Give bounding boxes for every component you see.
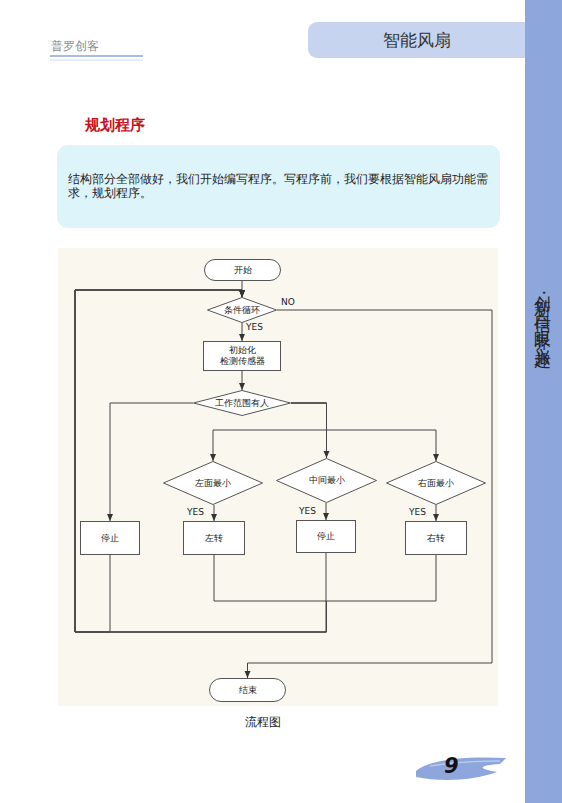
edge-label: YES <box>409 507 426 518</box>
flowchart-panel <box>58 248 498 706</box>
brand-name: 普罗创客 <box>51 38 99 55</box>
node-text: 创新·自信·眼界·兴趣 <box>534 282 554 342</box>
flow-connector <box>326 503 327 520</box>
decision-diamond: 左面最小 <box>163 461 263 505</box>
diamond-shape <box>208 298 277 323</box>
process-box: 初始化 检测传感器 <box>203 341 281 371</box>
node-text: 结束 <box>239 685 257 696</box>
node-text: 左面最小 <box>195 478 231 489</box>
flow-connector <box>291 403 327 458</box>
process-box: 停止 <box>296 520 356 553</box>
flow-connector <box>75 290 326 632</box>
node-text: 条件循环 <box>224 305 260 316</box>
node-text: 工作范围有人 <box>215 398 269 409</box>
section-title: 规划程序 <box>85 116 145 135</box>
intro-box: 结构部分全部做好，我们开始编写程序。写程序前，我们要根据智能风扇功能需求，规划程… <box>57 145 500 228</box>
diamond-shape <box>277 459 377 503</box>
process-box: 右转 <box>405 521 467 555</box>
page-number: 9 <box>444 754 459 778</box>
node-text: 停止 <box>317 531 335 542</box>
node-text: 智能风扇 <box>383 29 451 52</box>
edge-label: YES <box>246 322 263 333</box>
diamond-shape <box>194 391 291 416</box>
header-rule <box>50 60 143 61</box>
flow-connector <box>110 403 193 521</box>
figure-caption: 流程图 <box>245 714 281 731</box>
decision-diamond: 工作范围有人 <box>193 390 291 416</box>
flow-connector <box>248 310 493 678</box>
decision-diamond: 中间最小 <box>276 458 377 503</box>
node-text: 初始化 检测传感器 <box>215 345 269 367</box>
brush-stroke <box>416 757 506 780</box>
flow-connector <box>436 505 437 521</box>
side-band: 创新·自信·眼界·兴趣 <box>525 0 562 803</box>
process-box: 停止 <box>80 521 140 555</box>
terminal-box: 开始 <box>204 259 281 281</box>
terminal-box: 结束 <box>209 678 286 702</box>
flow-connector <box>75 290 327 632</box>
node-text: 结构部分全部做好，我们开始编写程序。写程序前，我们要根据智能风扇功能需求，规划程… <box>68 172 498 200</box>
diamond-shape <box>387 462 486 505</box>
node-text: 开始 <box>234 265 252 276</box>
edge-label: NO <box>281 297 295 308</box>
decision-diamond: 条件循环 <box>207 297 277 323</box>
diamond-shape <box>164 462 263 505</box>
process-box: 左转 <box>183 521 245 555</box>
brush-stroke <box>430 761 500 766</box>
node-text: 左转 <box>205 533 223 544</box>
header-rule <box>50 55 143 57</box>
decision-diamond: 右面最小 <box>386 461 486 505</box>
header-tab: 智能风扇 <box>308 22 525 58</box>
flow-connector <box>291 403 436 461</box>
flow-connector <box>214 505 215 521</box>
node-text: 右面最小 <box>418 478 454 489</box>
node-text: 中间最小 <box>309 475 345 486</box>
node-text: 停止 <box>101 533 119 544</box>
flow-connector <box>75 290 436 632</box>
edge-label: YES <box>299 506 316 517</box>
edge-label: YES <box>187 507 204 518</box>
flow-connector <box>242 323 243 341</box>
flow-connector <box>242 371 243 390</box>
node-text: 右转 <box>427 533 445 544</box>
